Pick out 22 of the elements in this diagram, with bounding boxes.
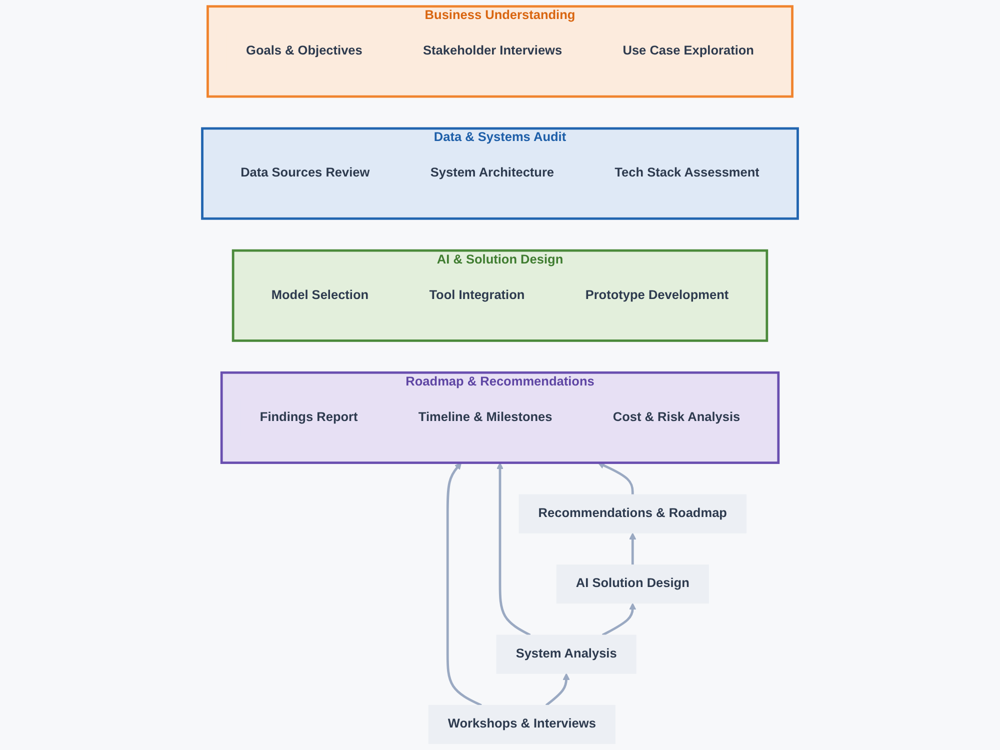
node-text: Use Case Exploration xyxy=(622,44,754,58)
node-text: System Architecture xyxy=(430,166,554,180)
node-box: Workshops & Interviews xyxy=(428,704,616,744)
node-box: AI Solution Design xyxy=(556,564,709,604)
node-text: Prototype Development xyxy=(585,288,729,302)
arrow xyxy=(602,602,636,636)
node-text: Model Selection xyxy=(271,288,369,302)
arrow xyxy=(496,462,531,636)
node-text: Stakeholder Interviews xyxy=(423,44,562,58)
node-text: Tech Stack Assessment xyxy=(614,166,760,180)
arrow xyxy=(545,673,570,706)
node-text: Cost & Risk Analysis xyxy=(612,410,740,424)
node-box: Recommendations & Roadmap xyxy=(518,494,747,534)
node-text: Findings Report xyxy=(260,410,358,424)
node-text: Timeline & Milestones xyxy=(418,410,552,424)
arrow xyxy=(598,462,634,495)
node-text: Goals & Objectives xyxy=(246,44,362,58)
node-box: System Analysis xyxy=(496,634,636,674)
node-text: Tool Integration xyxy=(429,288,525,302)
arrow xyxy=(446,462,482,706)
node-text: Data Sources Review xyxy=(240,166,370,180)
arrow xyxy=(629,532,636,565)
